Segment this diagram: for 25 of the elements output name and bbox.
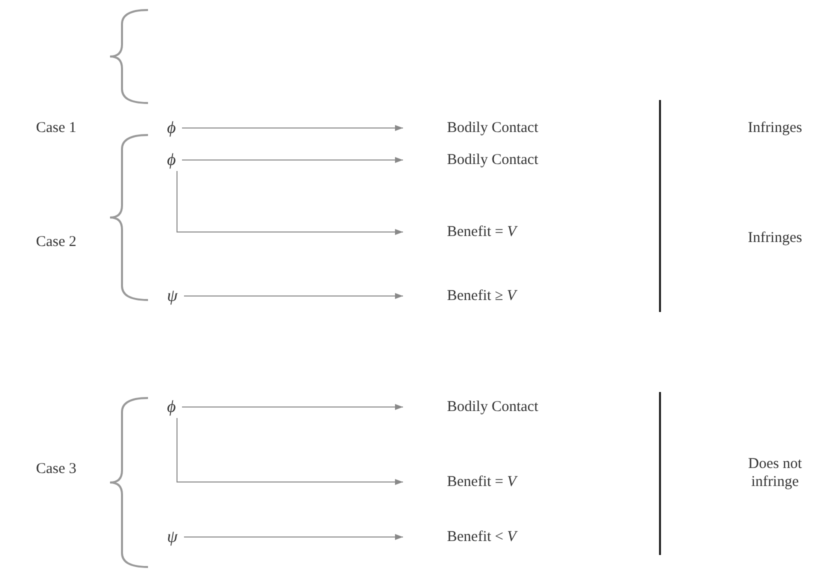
outcome-label: Bodily Contact (447, 398, 538, 416)
arrow (176, 418, 404, 485)
symbol-label: ψ (167, 528, 178, 546)
symbol-label: ψ (167, 287, 178, 305)
arrow (176, 170, 404, 235)
outcome-label: Benefit < V (447, 528, 516, 546)
arrow (182, 157, 404, 163)
outcome-label: Bodily Contact (447, 119, 538, 137)
symbol-label: ϕ (167, 151, 176, 169)
outcome-label: Bodily Contact (447, 151, 538, 169)
verdict-label: Infringes (746, 229, 804, 247)
symbol-label: ϕ (167, 119, 176, 137)
verdict-label: Infringes (746, 119, 804, 137)
outcome-label: Benefit = V (447, 223, 516, 241)
arrow (184, 534, 404, 540)
case-label: Case 3 (36, 460, 76, 478)
symbol-label: ϕ (167, 398, 176, 416)
case-label: Case 2 (36, 233, 76, 251)
verdict-label: Does not infringe (747, 455, 803, 491)
outcome-label: Benefit = V (447, 473, 516, 491)
case-label: Case 1 (36, 119, 76, 137)
arrow (182, 125, 404, 131)
arrow (184, 293, 404, 299)
arrow (182, 404, 404, 410)
outcome-label: Benefit ≥ V (447, 287, 516, 305)
